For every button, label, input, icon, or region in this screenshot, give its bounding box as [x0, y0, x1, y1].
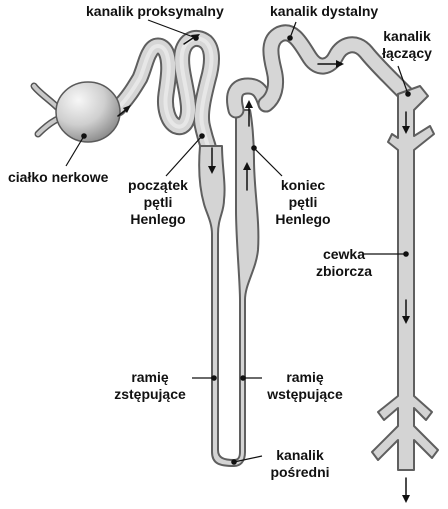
label-loop-end: koniec pętli Henlego — [270, 177, 336, 228]
label-ascending-limb: ramię wstępujące — [262, 369, 348, 403]
flow-arrows — [117, 34, 410, 503]
label-loop-start-line3: Henlego — [130, 211, 186, 227]
arrow-ascending-top-icon — [245, 100, 253, 127]
arrow-proximal-icon — [117, 105, 131, 117]
label-intermediate-tubule: kanalik pośredni — [262, 447, 338, 481]
label-ascending-line2: wstępujące — [267, 386, 343, 402]
label-renal-corpuscle: ciałko nerkowe — [8, 169, 109, 185]
label-connecting-line2: łączący — [382, 45, 432, 61]
renal-corpuscle — [55, 81, 121, 143]
label-distal-tubule: kanalik dystalny — [270, 3, 379, 19]
label-intermediate-line1: kanalik — [276, 447, 324, 463]
arrow-descending-thick-icon — [208, 147, 216, 174]
label-collecting-duct: cewka zbiorcza — [314, 246, 374, 280]
label-descending-line2: zstępujące — [114, 386, 186, 402]
label-collecting-line1: cewka — [322, 246, 366, 262]
label-connecting-line1: kanalik — [383, 28, 431, 44]
collecting-duct — [371, 85, 439, 471]
label-proximal-tubule: kanalik proksymalny — [86, 3, 224, 19]
label-connecting-tubule: kanalik łączący — [372, 28, 442, 62]
proximal-tubule — [109, 30, 220, 155]
label-loop-start-line2: pętli — [143, 194, 173, 210]
label-ascending-line1: ramię — [286, 369, 324, 385]
label-descending-limb: ramię zstępujące — [108, 369, 192, 403]
distal-tubule — [257, 24, 419, 113]
label-intermediate-line2: pośredni — [270, 464, 330, 480]
label-loop-end-line3: Henlego — [275, 211, 331, 227]
label-descending-line1: ramię — [131, 369, 169, 385]
label-collecting-line2: zbiorcza — [315, 263, 372, 279]
arrow-collecting-mid-icon — [402, 299, 410, 324]
label-loop-end-line1: koniec — [280, 177, 326, 193]
arrow-collecting-top-icon — [402, 111, 410, 134]
label-loop-end-line2: pętli — [288, 194, 318, 210]
label-loop-start-line1: początek — [128, 177, 188, 193]
leader-lines — [65, 19, 411, 465]
arrow-distal-icon — [317, 60, 344, 68]
arrow-ascending-thick-icon — [243, 162, 251, 191]
label-loop-start: początek pętli Henlego — [118, 177, 198, 228]
arrow-collecting-bottom-icon — [402, 477, 410, 503]
